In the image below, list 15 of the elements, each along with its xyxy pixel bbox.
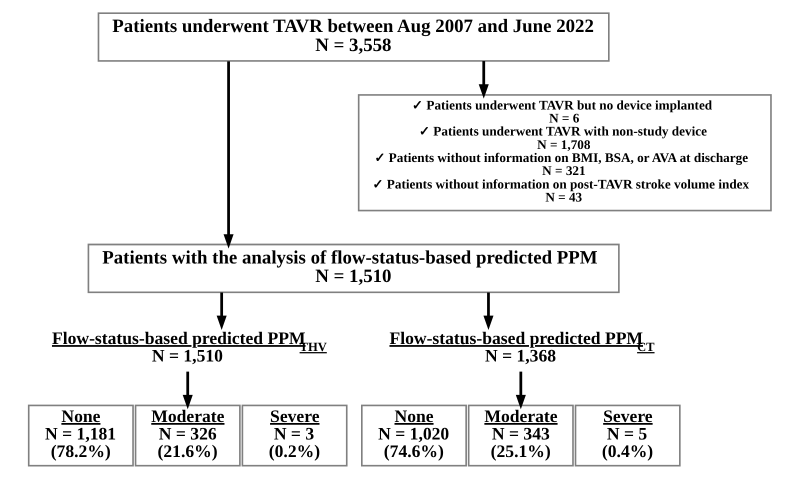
- node-box: None N = 1,020 (74.6%): [361, 404, 467, 467]
- node-box: Patients with the analysis of flow-status-based predicted PPM N = 1,510: [88, 244, 620, 294]
- arrow: [182, 372, 193, 410]
- arrow: [224, 61, 234, 249]
- arrow: [483, 292, 494, 330]
- arrow: [516, 372, 526, 410]
- node-box: Moderate N = 326 (21.6%): [134, 404, 241, 467]
- node-box: Patients underwent TAVR between Aug 2007 and June 2022 N = 3,558: [98, 12, 610, 62]
- node-box: Moderate N = 343 (25.1%): [468, 404, 574, 467]
- arrow: [478, 61, 489, 99]
- node-box: Severe N = 5 (0.4%): [574, 404, 681, 467]
- node-box: ✓ Patients underwent TAVR but no device implanted N = 6 ✓ Patients underwent TAVR with non-study device N = 1,708 ✓ Patients without information on BMI, BSA, or AVA at discharge N = 321 ✓ Patients without information on post-TAVR stroke volume index N = 43: [358, 94, 772, 212]
- node-box: Severe N = 3 (0.2%): [242, 404, 348, 467]
- arrow: [216, 292, 227, 330]
- node-box: None N = 1,181 (78.2%): [28, 404, 134, 467]
